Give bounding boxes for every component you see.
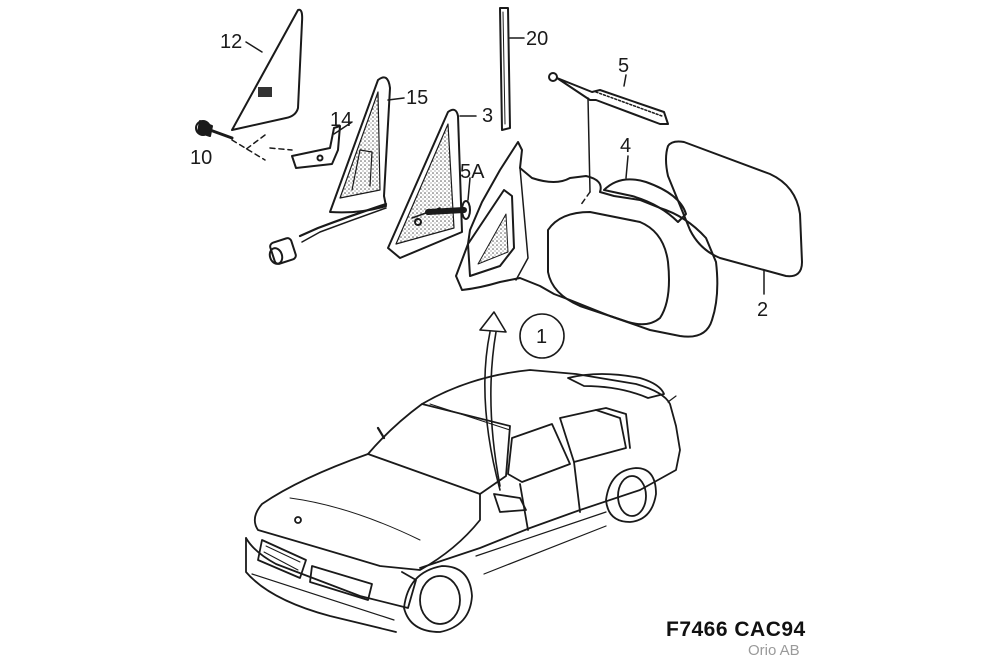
part-2-mirror-glass xyxy=(665,140,803,295)
figure-reference-code: F7466 CAC94 xyxy=(666,618,806,641)
part-15-mount-base xyxy=(268,76,391,265)
part-3-gasket xyxy=(387,108,463,259)
callout-1-circle xyxy=(519,313,565,359)
callout-leaders xyxy=(245,37,627,135)
callout-12: 12 xyxy=(220,31,242,53)
part-14-bracket xyxy=(269,125,341,169)
callout-5a: 5A xyxy=(460,161,485,183)
part-5a-pivot-pin xyxy=(425,177,471,220)
callout-3: 3 xyxy=(482,105,493,127)
callout-4: 4 xyxy=(620,135,631,157)
part-10-screw xyxy=(195,120,266,161)
callout-20: 20 xyxy=(526,28,548,50)
callout-5: 5 xyxy=(618,55,629,77)
car-illustration xyxy=(245,369,681,633)
location-arrow xyxy=(479,311,507,491)
part-12-inner-trim xyxy=(231,8,304,151)
callout-10: 10 xyxy=(190,147,212,169)
mirror-housing xyxy=(455,141,719,338)
cable-connector xyxy=(268,237,297,265)
callout-2: 2 xyxy=(757,299,768,321)
credit-text: Orio AB xyxy=(748,642,800,659)
callout-14: 14 xyxy=(330,109,352,131)
callout-1: 1 xyxy=(536,326,547,348)
part-20-trim-strip xyxy=(499,7,511,131)
callout-15: 15 xyxy=(406,87,428,109)
